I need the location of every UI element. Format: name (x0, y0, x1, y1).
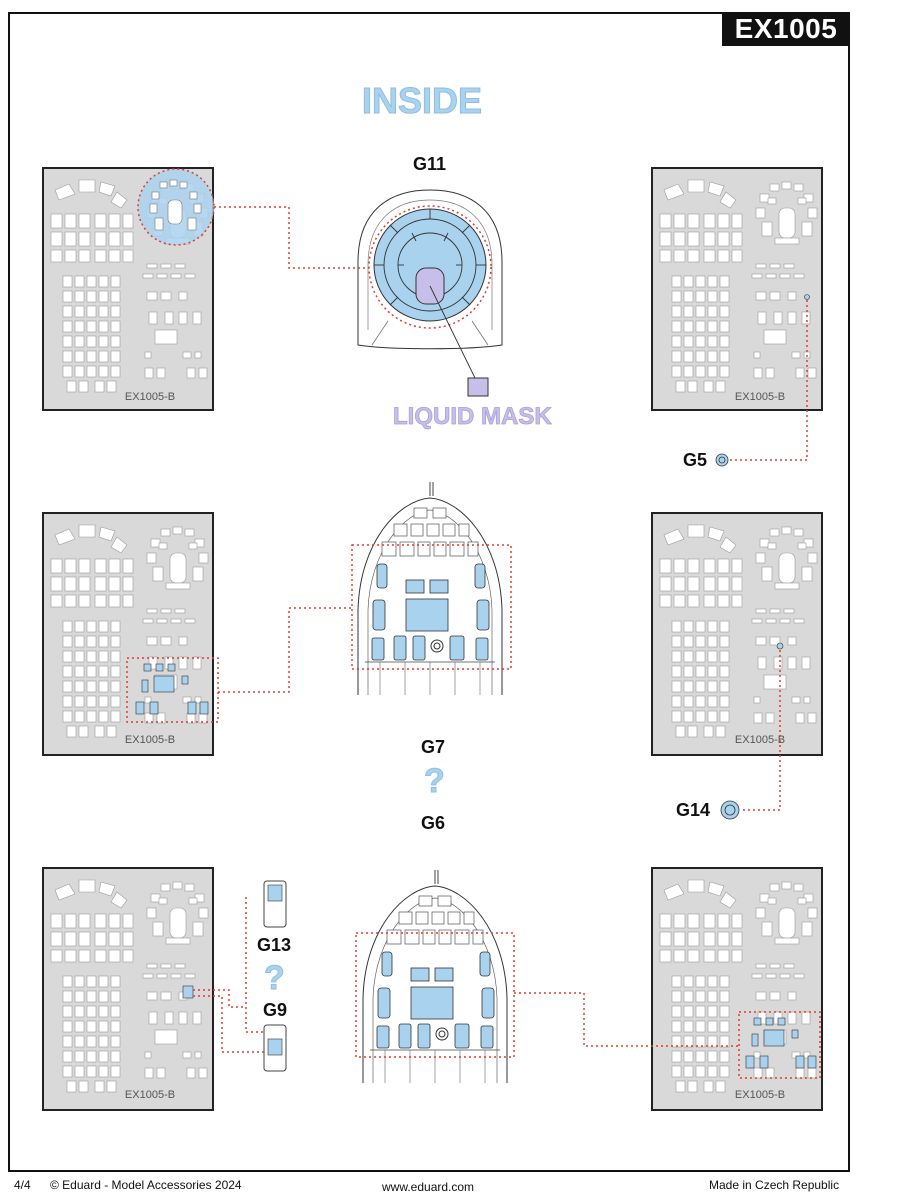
copyright-text: © Eduard - Model Accessories 2024 (50, 1178, 242, 1192)
label-g11: G11 (413, 154, 447, 174)
mask-sheet-middle-left: EX1005-B (42, 512, 219, 756)
g13-part (263, 880, 287, 928)
g5-circle-icon (715, 453, 729, 467)
product-code-badge: EX1005 (722, 12, 850, 46)
question-mark-middle: ? (424, 762, 446, 801)
made-in-text: Made in Czech Republic (709, 1178, 840, 1192)
sheet-code-label: EX1005-B (125, 1089, 175, 1101)
selection-box-g7 (351, 544, 512, 670)
cockpit-drawing-g6 (362, 869, 508, 1084)
mask-sheet-bottom-left: EX1005-B (42, 867, 214, 1111)
liquid-mask-swatch (467, 377, 489, 397)
page-number: 4/4 (14, 1178, 31, 1192)
sheet-code-label: EX1005-B (125, 734, 175, 746)
mask-sheet-bottom-right: EX1005-B (651, 867, 823, 1111)
page-frame (8, 12, 850, 1172)
sheet-code-label: EX1005-B (735, 1089, 785, 1101)
g11-window-drawing (357, 189, 503, 397)
label-g14: G14 (676, 800, 711, 820)
sheet-code-label: EX1005-B (735, 734, 785, 746)
label-g6: G6 (421, 813, 446, 833)
label-g9: G9 (263, 1000, 288, 1020)
mask-sheet-middle-right: EX1005-B (651, 512, 823, 756)
label-g13: G13 (257, 935, 292, 955)
website-link[interactable]: www.eduard.com (382, 1180, 475, 1194)
label-g5: G5 (683, 450, 708, 470)
sheet-code-label: EX1005-B (125, 391, 175, 403)
mask-sheet-top-left: EX1005-B (42, 167, 215, 411)
leader-lines (193, 206, 808, 1053)
g14-circle-icon (720, 800, 740, 820)
sheet-code-label: EX1005-B (735, 391, 785, 403)
g9-part (263, 1024, 287, 1072)
cockpit-drawing-g7 (357, 481, 503, 696)
selection-box-g6 (355, 932, 515, 1058)
question-mark-left: ? (264, 959, 286, 998)
liquid-mask-label: LIQUID MASK (393, 403, 552, 431)
mask-sheet-top-right: EX1005-B (651, 167, 823, 411)
section-title: INSIDE (361, 80, 483, 122)
label-g7: G7 (421, 737, 446, 757)
